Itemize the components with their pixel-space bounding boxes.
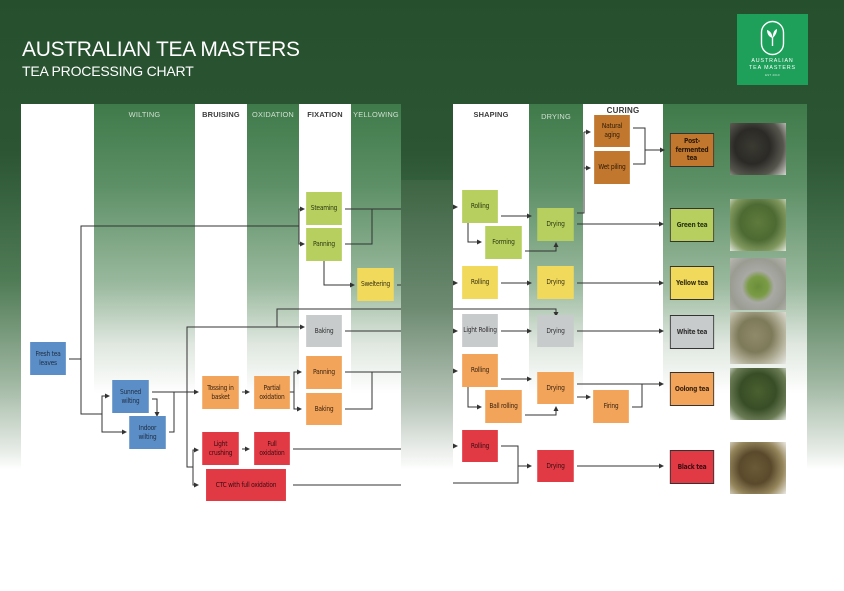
column-header-yellowing: YELLOWING: [353, 110, 399, 119]
node-rolling-black: Rolling: [462, 430, 498, 462]
tea-oolong: Oolong tea: [669, 372, 715, 406]
node-steaming: Steaming: [306, 192, 342, 225]
post-fermented-tea-photo: [730, 123, 786, 175]
brand-logo: AUSTRALIAN TEA MASTERS EST 2010: [737, 14, 808, 85]
column-header-wilting: WILTING: [128, 110, 161, 119]
node-drying-white: Drying: [537, 315, 574, 347]
column-header-fixation: FIXATION: [307, 110, 343, 119]
page-subtitle: TEA PROCESSING CHART: [22, 63, 194, 79]
node-fresh-tea-leaves: Fresh tea leaves: [30, 342, 66, 375]
node-drying-oolong: Drying: [537, 372, 574, 404]
left-chart-panel: WILTING BRUISING OXIDATION FIXATION YELL…: [21, 104, 401, 530]
node-tossing-in-basket: Tossing in basket: [202, 376, 239, 409]
node-light-crushing: Light crushing: [202, 432, 239, 465]
tea-green: Green tea: [669, 208, 715, 242]
center-divider: [401, 180, 453, 460]
oolong-tea-photo: [730, 368, 786, 420]
column-header-bruising: BRUISING: [202, 110, 240, 119]
column-header-drying: DRYING: [541, 112, 571, 121]
node-firing: Firing: [593, 390, 629, 423]
node-panning-oolong: Panning: [306, 356, 342, 389]
page-title: AUSTRALIAN TEA MASTERS: [22, 38, 300, 61]
white-tea-photo: [730, 312, 786, 364]
node-ctc-full-oxidation: CTC with full oxidation: [206, 469, 286, 501]
node-panning-green: Panning: [306, 228, 342, 261]
node-drying-black: Drying: [537, 450, 574, 482]
node-sweltering: Sweltering: [357, 268, 394, 301]
tea-leaf-icon: [760, 20, 785, 56]
node-wet-piling: Wet piling: [594, 151, 630, 184]
black-tea-photo: [730, 442, 786, 494]
node-baking-white: Baking: [306, 315, 342, 347]
tea-post-fermented: Post-fermented tea: [669, 133, 715, 167]
node-baking-oolong: Baking: [306, 393, 342, 425]
tea-yellow: Yellow tea: [669, 266, 715, 300]
node-partial-oxidation: Partial oxidation: [254, 376, 290, 409]
node-rolling-oolong: Rolling: [462, 354, 498, 387]
yellow-tea-photo: [730, 258, 786, 310]
logo-line-2: TEA MASTERS: [749, 65, 796, 71]
node-full-oxidation: Full oxidation: [254, 432, 290, 465]
logo-line-1: AUSTRALIAN: [751, 58, 794, 64]
logo-line-3: EST 2010: [765, 73, 780, 77]
column-start: [21, 104, 94, 530]
column-header-curing: CURING: [606, 106, 640, 115]
node-sunned-wilting: Sunned wilting: [112, 380, 149, 413]
node-forming: Forming: [485, 226, 522, 259]
node-ball-rolling: Ball rolling: [485, 390, 522, 423]
tea-white: White tea: [669, 315, 715, 349]
node-rolling-green: Rolling: [462, 190, 498, 223]
node-drying-green: Drying: [537, 208, 574, 241]
tea-black: Black tea: [669, 450, 715, 484]
column-header-shaping: SHAPING: [473, 110, 509, 119]
node-natural-aging: Natural aging: [594, 115, 630, 147]
node-indoor-wilting: Indoor wilting: [129, 416, 166, 449]
column-yellowing: YELLOWING: [351, 104, 401, 530]
node-drying-yellow: Drying: [537, 266, 574, 299]
green-tea-photo: [730, 199, 786, 251]
column-oxidation: OXIDATION: [247, 104, 299, 530]
column-header-oxidation: OXIDATION: [252, 110, 294, 119]
node-rolling-yellow: Rolling: [462, 266, 498, 299]
column-wilting: WILTING: [94, 104, 195, 530]
column-bruising: BRUISING: [195, 104, 247, 530]
node-light-rolling: Light Rolling: [462, 314, 498, 347]
